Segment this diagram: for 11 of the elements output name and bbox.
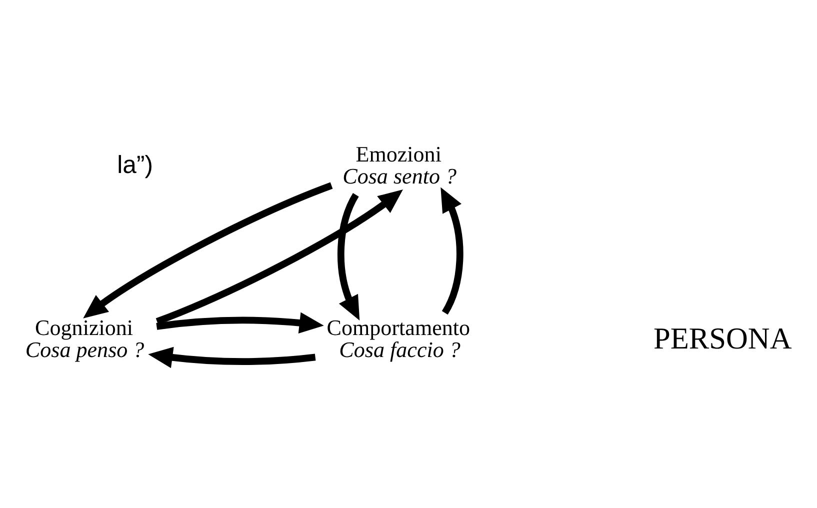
label: PERSONA xyxy=(654,322,792,356)
arrow xyxy=(156,312,324,334)
arrow xyxy=(148,346,316,368)
arrow xyxy=(440,187,464,315)
arrow xyxy=(338,193,360,321)
node-text: Comportamento Cosa faccio ? xyxy=(326,315,470,362)
node-text: Emozioni Cosa sento ? xyxy=(342,141,457,188)
arrow xyxy=(156,190,403,325)
node-text: Cognizioni Cosa penso ? xyxy=(25,315,144,362)
arrow xyxy=(83,182,333,318)
label: la”) xyxy=(117,152,153,180)
